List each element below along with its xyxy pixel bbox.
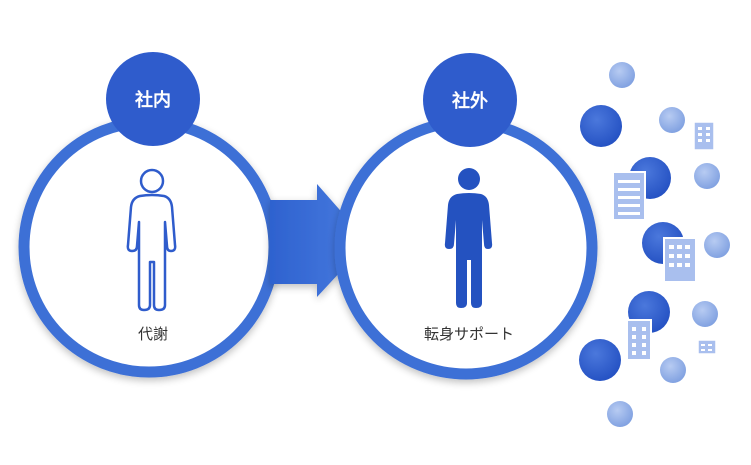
bubble-dark [580,105,622,147]
bubble-light [607,401,633,427]
building-icon [663,237,697,283]
internal-badge [106,52,200,146]
internal-group: 社内 代謝 [18,52,280,378]
bubble-light [704,232,730,258]
person-filled-icon [444,168,493,308]
bubble-light [659,107,685,133]
building-icon [612,171,646,221]
bubble-dark [579,339,621,381]
bubble-light [692,301,718,327]
external-group: 社外 転身サポート [334,53,598,380]
bubble-light [609,62,635,88]
external-badge-label: 社外 [452,90,488,112]
building-icon [697,339,717,355]
internal-badge-label: 社内 [135,89,171,111]
bubble-light [694,163,720,189]
ecosystem-cluster [579,62,730,427]
bubble-light [660,357,686,383]
building-icon [693,121,715,151]
building-icon [626,319,652,361]
external-badge [423,53,517,147]
person-outline-icon [126,168,177,312]
arrow-right-icon [270,184,368,297]
external-caption: 転身サポート [424,325,514,343]
internal-caption: 代謝 [138,325,168,343]
